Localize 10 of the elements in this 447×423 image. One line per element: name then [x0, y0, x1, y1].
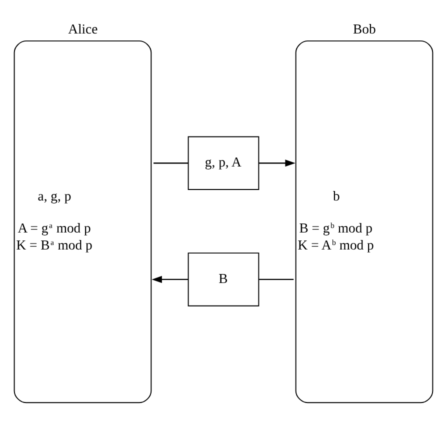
node-box: b B = g$^{b}$ mod p K = A$^{b}$ mod p — [295, 40, 434, 403]
arrow — [259, 159, 296, 166]
node-label: Alice — [68, 20, 98, 36]
node-box: g, p, A — [188, 136, 260, 190]
node-box: B — [188, 252, 260, 306]
connector — [154, 162, 188, 164]
node-label: Bob — [353, 20, 376, 36]
node-box: a, g, p A = g$^{a}$ mod p K = B$^{a}$ mod p — [14, 40, 152, 403]
connector — [259, 278, 294, 280]
arrow — [152, 275, 188, 283]
